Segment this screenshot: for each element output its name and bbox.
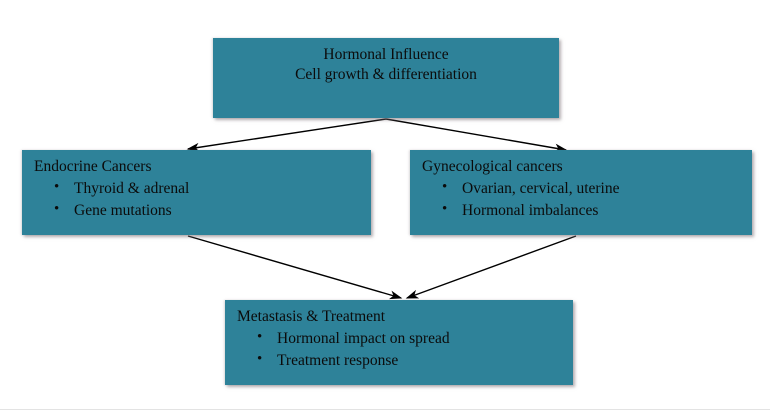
node-title: Gynecological cancers — [422, 158, 563, 175]
bullet-item: Gene mutations — [54, 199, 371, 221]
arrow-hormonal-to-gynecological — [385, 118, 568, 153]
bullet-list: Thyroid & adrenal Gene mutations — [22, 177, 371, 221]
node-gynecological-cancers[interactable]: Gynecological cancers Ovarian, cervical,… — [410, 150, 752, 235]
arrow-gynecological-to-metastasis — [405, 235, 577, 299]
node-hormonal-influence[interactable]: Hormonal Influence Cell growth & differe… — [213, 38, 559, 118]
arrow-hormonal-to-endocrine — [186, 118, 387, 152]
node-endocrine-cancers[interactable]: Endocrine Cancers Thyroid & adrenal Gene… — [22, 150, 371, 235]
node-title: Hormonal Influence — [323, 46, 449, 63]
bottom-divider — [0, 409, 770, 410]
bullet-list: Hormonal impact on spread Treatment resp… — [225, 327, 573, 371]
node-metastasis-treatment[interactable]: Metastasis & Treatment Hormonal impact o… — [225, 300, 573, 385]
bullet-item: Ovarian, cervical, uterine — [442, 177, 752, 199]
arrow-endocrine-to-metastasis — [187, 235, 403, 300]
node-title: Metastasis & Treatment — [237, 308, 386, 325]
node-title: Endocrine Cancers — [34, 158, 152, 175]
node-subtitle: Cell growth & differentiation — [295, 66, 477, 84]
bullet-item: Hormonal impact on spread — [257, 327, 573, 349]
bullet-item: Hormonal imbalances — [442, 199, 752, 221]
bullet-item: Thyroid & adrenal — [54, 177, 371, 199]
bullet-item: Treatment response — [257, 349, 573, 371]
bullet-list: Ovarian, cervical, uterine Hormonal imba… — [410, 177, 752, 221]
